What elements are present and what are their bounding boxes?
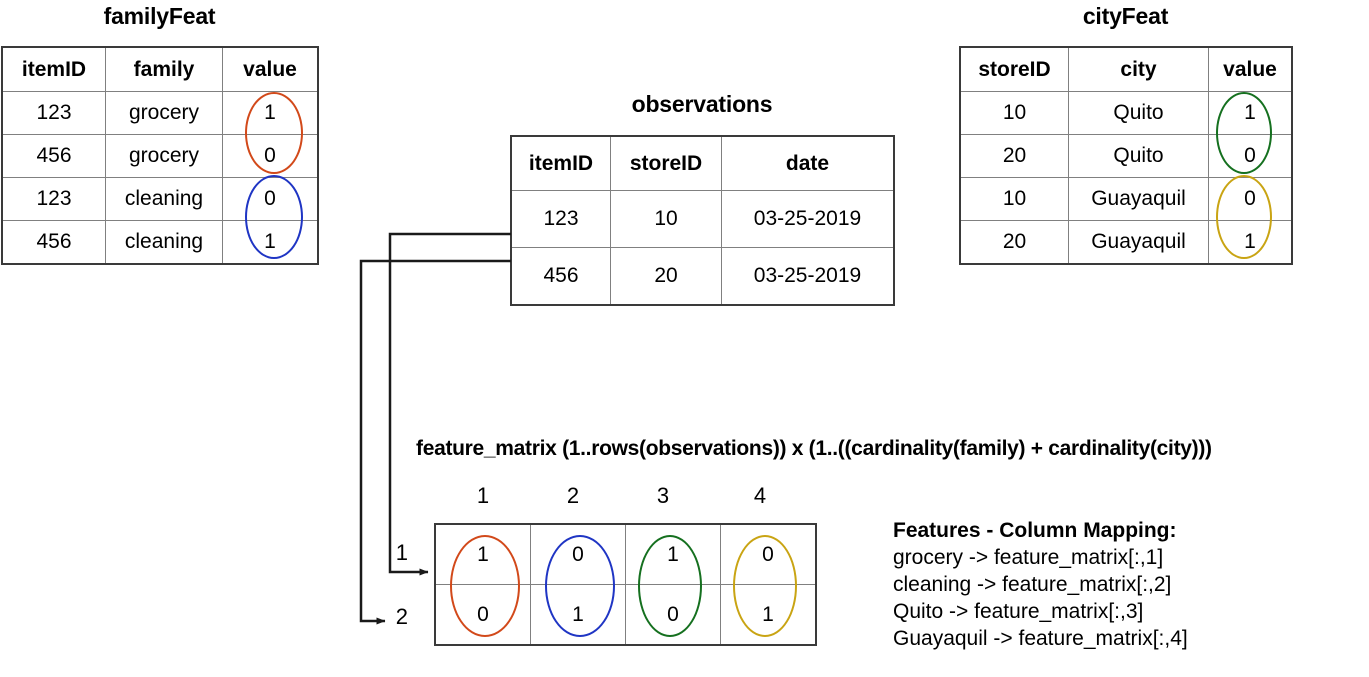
cell-itemid: 456 — [2, 134, 106, 178]
column-header-value: value — [222, 47, 318, 92]
cell-city: Quito — [1068, 134, 1209, 178]
cell-city: Guayaquil — [1068, 177, 1209, 221]
table-row: 123 grocery 1 — [2, 91, 318, 135]
cell-storeid: 20 — [960, 220, 1069, 264]
table-row: 10 Quito 1 — [960, 91, 1292, 135]
cell-date: 03-25-2019 — [721, 247, 894, 305]
table-row: 123 10 03-25-2019 — [511, 190, 894, 248]
table-row: 456 20 03-25-2019 — [511, 247, 894, 305]
matrix-row-label-2: 2 — [395, 604, 408, 629]
legend-line-guayaquil: Guayaquil -> feature_matrix[:,4] — [893, 627, 1188, 650]
cell-family: grocery — [105, 134, 223, 178]
table-header-row: itemID family value — [2, 47, 318, 92]
table-row: 456 cleaning 1 — [2, 220, 318, 264]
feature-matrix-table: 1 0 1 0 0 1 0 1 — [434, 523, 817, 646]
cell-value: 1 — [222, 220, 318, 264]
column-header-itemid: itemID — [511, 136, 611, 191]
cell-family: cleaning — [105, 177, 223, 221]
matrix-column-label-3: 3 — [656, 483, 670, 508]
cell-value: 1 — [1208, 91, 1292, 135]
cell-storeid: 10 — [960, 91, 1069, 135]
cell-itemid: 123 — [2, 177, 106, 221]
familyfeat-table: itemID family value 123 grocery 1 456 gr… — [1, 46, 319, 265]
cell-date: 03-25-2019 — [721, 190, 894, 248]
cell-itemid: 123 — [2, 91, 106, 135]
matrix-cell-r1c2: 0 — [530, 524, 626, 585]
matrix-cell-r1c4: 0 — [720, 524, 816, 585]
cityfeat-table: storeID city value 10 Quito 1 20 Quito 0… — [959, 46, 1293, 265]
matrix-cell-r1c1: 1 — [435, 524, 531, 585]
cell-storeid: 10 — [960, 177, 1069, 221]
matrix-cell-r2c1: 0 — [435, 584, 531, 645]
table-row: 123 cleaning 0 — [2, 177, 318, 221]
matrix-column-label-1: 1 — [476, 483, 490, 508]
cell-family: grocery — [105, 91, 223, 135]
observations-table: itemID storeID date 123 10 03-25-2019 45… — [510, 135, 895, 306]
cell-storeid: 20 — [960, 134, 1069, 178]
table-row: 0 1 0 1 — [435, 584, 816, 645]
cell-itemid: 123 — [511, 190, 611, 248]
column-header-storeid: storeID — [610, 136, 722, 191]
cell-value: 0 — [222, 134, 318, 178]
cell-value: 0 — [222, 177, 318, 221]
table-header-row: itemID storeID date — [511, 136, 894, 191]
cell-itemid: 456 — [2, 220, 106, 264]
column-header-family: family — [105, 47, 223, 92]
table-row: 20 Quito 0 — [960, 134, 1292, 178]
cell-storeid: 20 — [610, 247, 722, 305]
table-row: 1 0 1 0 — [435, 524, 816, 585]
column-header-storeid: storeID — [960, 47, 1069, 92]
cell-family: cleaning — [105, 220, 223, 264]
familyfeat-title: familyFeat — [103, 3, 216, 29]
table-row: 456 grocery 0 — [2, 134, 318, 178]
cityfeat-title: cityFeat — [1082, 3, 1169, 29]
feature-matrix-title: feature_matrix (1..rows(observations)) x… — [416, 437, 1212, 460]
cell-storeid: 10 — [610, 190, 722, 248]
matrix-row-label-1: 1 — [395, 540, 408, 565]
table-header-row: storeID city value — [960, 47, 1292, 92]
matrix-column-label-4: 4 — [753, 483, 767, 508]
features-column-mapping-legend: Features - Column Mapping: grocery -> fe… — [893, 517, 1188, 652]
legend-line-quito: Quito -> feature_matrix[:,3] — [893, 600, 1144, 623]
matrix-cell-r2c4: 1 — [720, 584, 816, 645]
table-row: 20 Guayaquil 1 — [960, 220, 1292, 264]
matrix-cell-r1c3: 1 — [625, 524, 721, 585]
cell-value: 1 — [222, 91, 318, 135]
matrix-cell-r2c2: 1 — [530, 584, 626, 645]
table-row: 10 Guayaquil 0 — [960, 177, 1292, 221]
matrix-column-label-2: 2 — [566, 483, 580, 508]
matrix-cell-r2c3: 0 — [625, 584, 721, 645]
cell-value: 0 — [1208, 134, 1292, 178]
cell-value: 1 — [1208, 220, 1292, 264]
cell-itemid: 456 — [511, 247, 611, 305]
legend-heading: Features - Column Mapping: — [893, 519, 1177, 542]
column-header-value: value — [1208, 47, 1292, 92]
cell-city: Guayaquil — [1068, 220, 1209, 264]
column-header-itemid: itemID — [2, 47, 106, 92]
legend-line-grocery: grocery -> feature_matrix[:,1] — [893, 546, 1164, 569]
connector-row1 — [388, 232, 511, 576]
legend-line-cleaning: cleaning -> feature_matrix[:,2] — [893, 573, 1172, 596]
observations-title: observations — [631, 91, 773, 117]
cell-value: 0 — [1208, 177, 1292, 221]
column-header-date: date — [721, 136, 894, 191]
cell-city: Quito — [1068, 91, 1209, 135]
column-header-city: city — [1068, 47, 1209, 92]
